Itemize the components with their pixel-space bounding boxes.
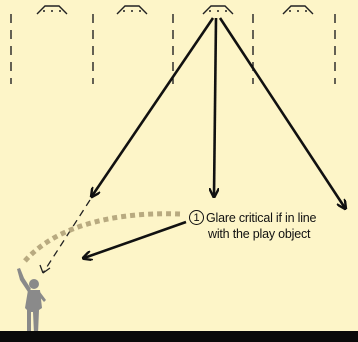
- glare-arrow: [84, 220, 187, 258]
- floor: [0, 331, 358, 342]
- sight-line-arrow: [39, 264, 51, 274]
- light-rays: [92, 17, 345, 208]
- ball-trajectory: [22, 211, 181, 264]
- annotation-text: Glare critical if in line with the play …: [206, 210, 317, 242]
- annotation-line-1: Glare critical if in line: [206, 211, 317, 225]
- glare-annotation: 1 Glare critical if in line with the pla…: [189, 210, 317, 242]
- floodlight-icon: [36, 5, 68, 15]
- sight-line: [42, 199, 91, 274]
- annotation-line-2: with the play object: [208, 227, 311, 241]
- floodlight-icon: [202, 5, 234, 15]
- floodlight-icon: [282, 5, 314, 15]
- floodlight-icon: [116, 5, 148, 15]
- annotation-number: 1: [189, 210, 204, 225]
- player-silhouette-icon: [17, 268, 46, 334]
- dashed-beam-lines: [10, 14, 336, 84]
